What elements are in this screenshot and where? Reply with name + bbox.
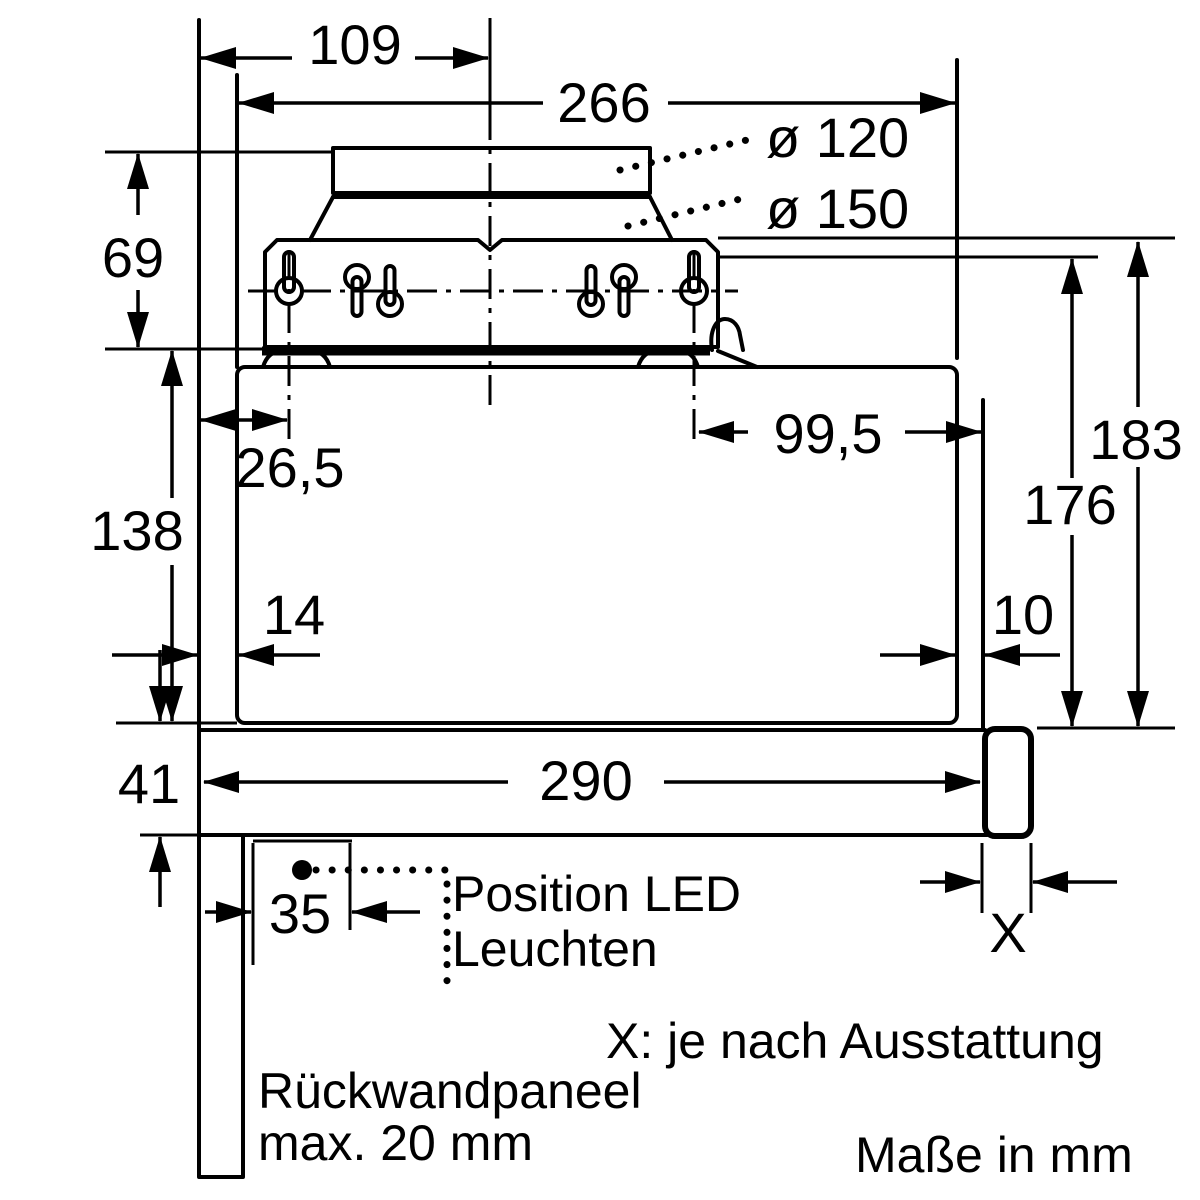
dim-10-label: 10 <box>992 583 1054 646</box>
dim-183-label: 183 <box>1089 408 1182 471</box>
dim-109-label: 109 <box>308 13 401 76</box>
duct-transition-left-slant <box>308 195 335 242</box>
dim-35-label: 35 <box>269 882 331 945</box>
duct-diameter-120-label: ø 120 <box>766 106 909 169</box>
dim-14-label: 14 <box>263 583 325 646</box>
dim-99-5-label: 99,5 <box>774 402 883 465</box>
units-note: Maße in mm <box>855 1127 1133 1183</box>
dim-176-label: 176 <box>1023 473 1116 536</box>
keyhole-slot-right-end <box>679 250 709 306</box>
dim-69-label: 69 <box>102 226 164 289</box>
hood-top-right-skirt <box>716 349 759 369</box>
dim-26-5-label: 26,5 <box>236 436 345 499</box>
labels: 109 266 ø 120 ø 150 69 26,5 99,5 183 176… <box>90 13 1182 1183</box>
hood-body <box>235 346 959 725</box>
leader-dia-150 <box>624 192 757 230</box>
led-position-dot <box>292 860 312 880</box>
duct-diameter-150-label: ø 150 <box>766 177 909 240</box>
extension-lines <box>105 18 1175 965</box>
diameter-leaders <box>616 136 757 230</box>
keyhole-slot-pair-right <box>577 263 638 318</box>
duct-stub-outline <box>331 146 652 195</box>
visor-end-cap <box>982 726 1034 839</box>
hood-body-outline <box>235 365 959 725</box>
back-panel-note-line2: max. 20 mm <box>258 1115 533 1171</box>
duct-connection <box>308 146 674 242</box>
dim-x-label: X <box>989 901 1026 964</box>
dim-266-label: 266 <box>557 71 650 134</box>
led-note-line2: Leuchten <box>452 921 658 977</box>
back-panel-note-line1: Rückwandpaneel <box>258 1063 642 1119</box>
back-wall-panel <box>197 833 245 1179</box>
dimension-lines <box>112 47 1149 923</box>
keyhole-slot-left-end <box>274 250 304 306</box>
visor-and-panel <box>197 726 1034 1179</box>
hood-top-left-foot <box>261 349 332 369</box>
dim-138-label: 138 <box>90 499 183 562</box>
dim-41-label: 41 <box>118 752 180 815</box>
x-explanation-note: X: je nach Ausstattung <box>606 1013 1104 1069</box>
leader-dia-120 <box>616 136 751 174</box>
bracket-latch-tab <box>709 317 745 352</box>
keyhole-slot-pair-left <box>343 263 404 318</box>
led-note-line1: Position LED <box>452 866 741 922</box>
dim-290-label: 290 <box>539 749 632 812</box>
hood-top-right-foot <box>636 349 700 369</box>
mounting-bracket <box>248 238 745 447</box>
